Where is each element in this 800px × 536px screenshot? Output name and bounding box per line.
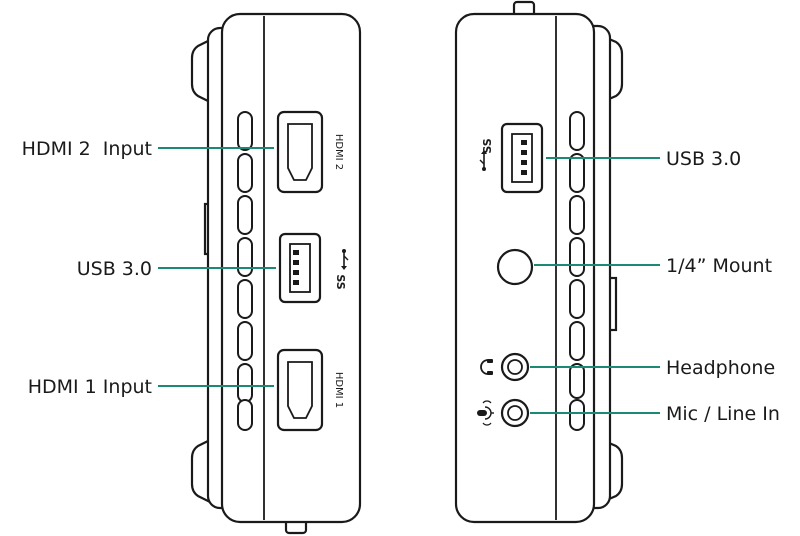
right-side-view: SS USB 3.0 1/4” Mount H: [454, 0, 780, 524]
headphone-icon: [480, 359, 493, 375]
right-usb-callout: USB 3.0: [666, 148, 741, 170]
mount-callout: 1/4” Mount: [666, 255, 772, 277]
left-usb-port: [278, 232, 322, 304]
hdmi-1-port-label: HDMI 1: [333, 372, 344, 408]
left-usb-ss-label: SS: [334, 274, 347, 289]
mic-callout: Mic / Line In: [666, 403, 780, 425]
left-side-view: HDMI 2 SS HDMI 1 HDMI 2 Input USB 3.0: [22, 12, 362, 535]
usb-icon: [341, 249, 349, 270]
hdmi-2-port-label: HDMI 2: [333, 134, 344, 170]
left-upper-bumper: [190, 38, 212, 104]
headphone-jack: [500, 352, 530, 382]
mic-jack: [500, 398, 530, 428]
headphone-callout: Headphone: [666, 357, 775, 379]
right-vent-slots: [569, 111, 585, 431]
left-usb-callout: USB 3.0: [77, 258, 152, 280]
left-lower-bumper: [190, 438, 212, 504]
hdmi-2-callout: HDMI 2 Input: [22, 138, 152, 160]
left-vent-slots: [237, 111, 253, 431]
usb-icon: [479, 150, 487, 171]
right-usb-ss-label: SS: [481, 138, 494, 153]
hdmi-1-callout: HDMI 1 Input: [28, 376, 152, 398]
right-usb-port: [500, 122, 544, 194]
tripod-mount: [496, 248, 534, 286]
hdmi-1-port: [276, 348, 324, 432]
hdmi-2-port: [276, 110, 324, 194]
microphone-icon: [477, 400, 494, 426]
